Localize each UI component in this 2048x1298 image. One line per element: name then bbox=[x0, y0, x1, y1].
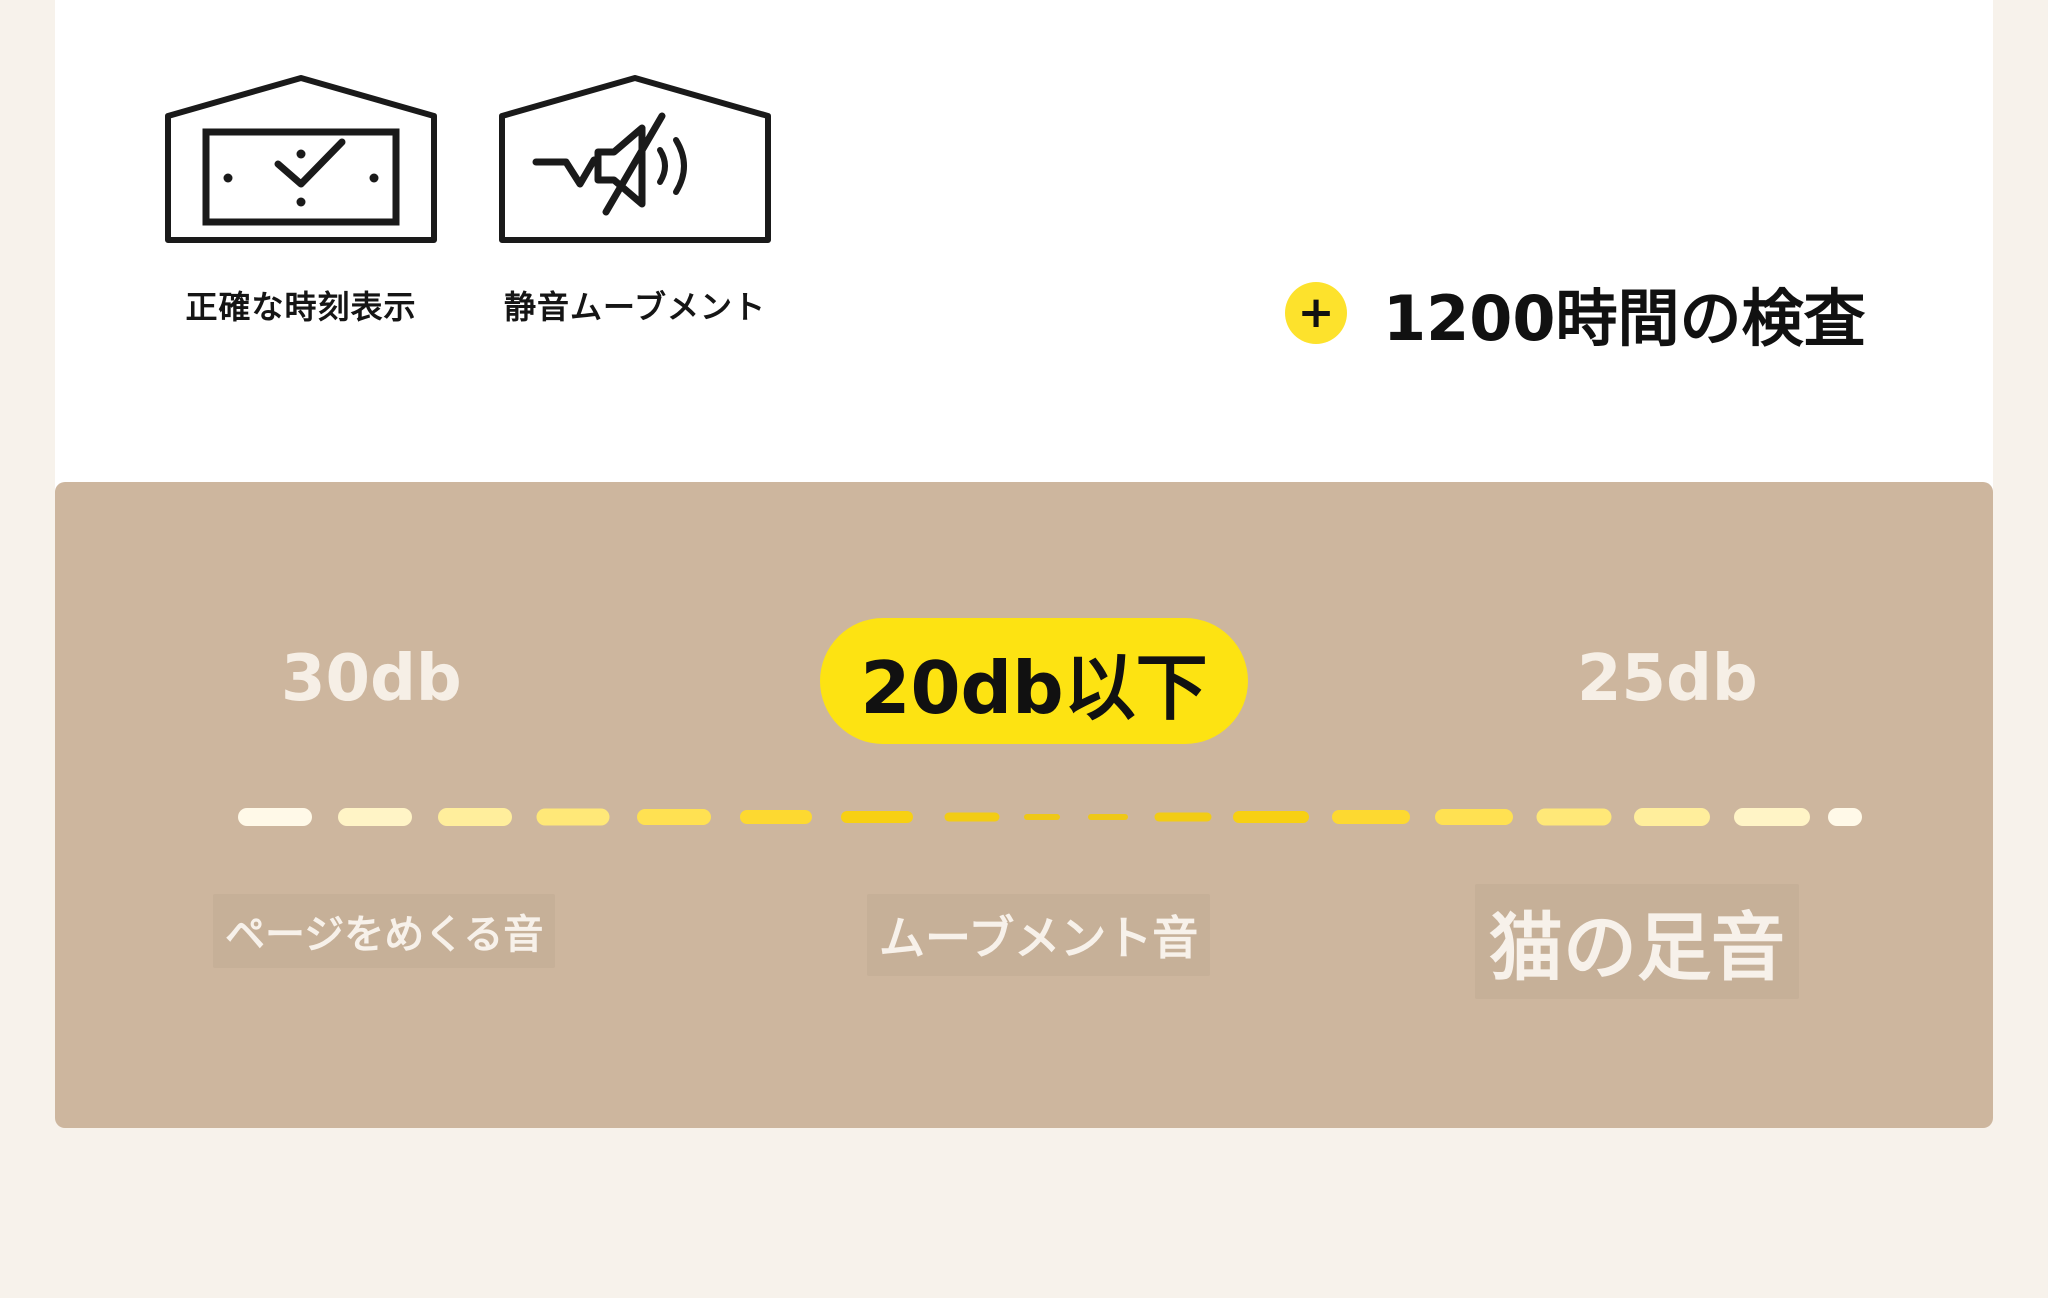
sound-label-movement: ムーブメント音 bbox=[867, 894, 1211, 976]
feature-silent-movement-label: 静音ムーブメント bbox=[503, 288, 767, 326]
house-muted-speaker-icon bbox=[499, 75, 771, 243]
db-right-label: 25db bbox=[1577, 642, 1758, 716]
noise-scale-dashes bbox=[238, 808, 1862, 826]
plus-icon: + bbox=[1285, 282, 1347, 344]
feature-accurate-time: 正確な時刻表示 bbox=[160, 72, 442, 328]
db-left-label: 30db bbox=[281, 642, 462, 716]
inspection-text: 1200時間の検査 bbox=[1383, 282, 1866, 355]
inspection-claim: + 1200時間の検査 bbox=[1285, 268, 1866, 358]
feature-silent-movement: 静音ムーブメント bbox=[494, 72, 776, 328]
house-clock-icon bbox=[165, 75, 437, 243]
db-center-label: 20db以下 bbox=[860, 645, 1208, 730]
noise-comparison-panel: 30db 20db以下 25db ページをめくる音 ムーブメント音 猫の足音 bbox=[55, 482, 1993, 1128]
sound-label-page-turn: ページをめくる音 bbox=[213, 894, 556, 968]
sound-label-cat-steps: 猫の足音 bbox=[1475, 884, 1799, 999]
features-card bbox=[55, 0, 1993, 490]
db-center-pill: 20db以下 bbox=[820, 618, 1248, 744]
feature-accurate-time-label: 正確な時刻表示 bbox=[185, 288, 417, 326]
